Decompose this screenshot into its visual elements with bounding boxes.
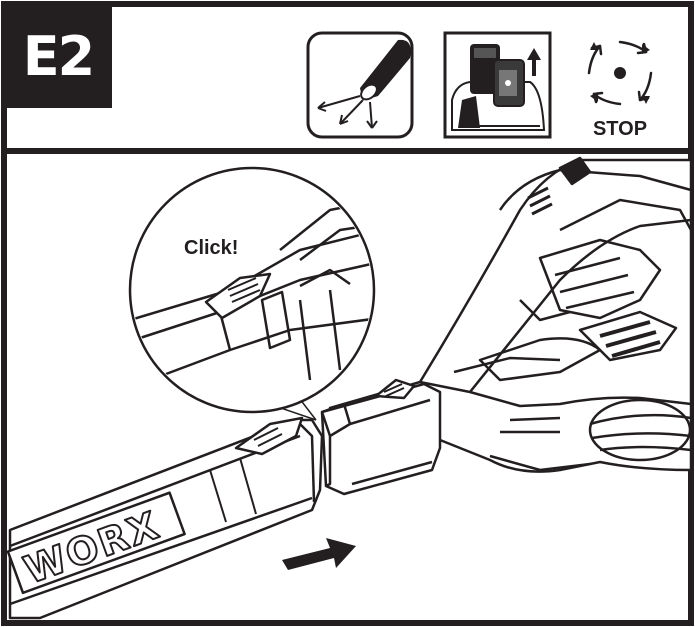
blower-tube: WORX	[6, 416, 324, 620]
battery-removal-icon	[443, 31, 552, 139]
callout-magnifier	[128, 166, 376, 414]
push-arrow-icon	[282, 538, 356, 570]
stop-label: STOP	[592, 118, 648, 140]
blower-outlet	[320, 378, 442, 496]
step-badge: E2	[4, 4, 112, 108]
blower-nozzle-airflow-icon	[306, 31, 414, 139]
callout-click-label: Click!	[184, 237, 239, 259]
stop-fan-icon	[587, 40, 653, 106]
